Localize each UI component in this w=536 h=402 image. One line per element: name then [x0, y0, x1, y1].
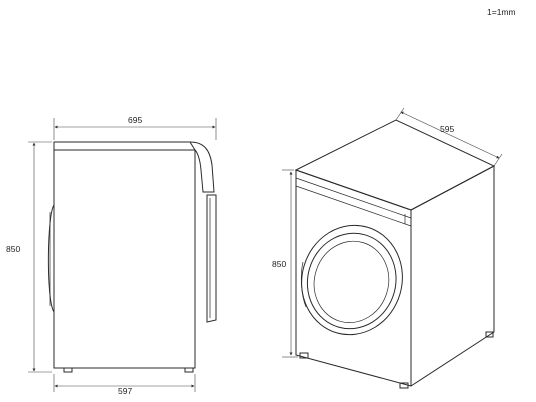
side-foot-left	[63, 367, 73, 373]
dim-label-height-side: 850	[6, 244, 20, 254]
side-rear-hose	[189, 141, 215, 193]
dim-label-base-depth: 597	[118, 386, 132, 396]
dim-label-width: 595	[440, 124, 454, 134]
dim-line-595	[400, 111, 500, 159]
washer-side-face	[410, 165, 495, 387]
control-panel	[295, 177, 412, 227]
side-foot-right	[184, 367, 194, 373]
scale-note: 1=1mm	[487, 7, 516, 17]
dim-label-height-front: 850	[272, 259, 286, 269]
door-inner-glass	[313, 240, 390, 323]
dim-label-depth: 695	[128, 115, 142, 125]
side-body	[53, 149, 196, 369]
door-outer-ring	[301, 224, 403, 336]
washer-foot-front-left	[299, 352, 309, 359]
washer-front-face	[295, 169, 412, 387]
side-view: 695 850 597	[6, 115, 217, 396]
side-door-bulge	[206, 194, 217, 323]
side-top-lid	[53, 141, 196, 151]
door-glass	[306, 232, 397, 330]
side-front-bulge	[47, 204, 55, 313]
washer-foot-rear-right	[485, 331, 494, 338]
washer-foot-front-right	[399, 382, 409, 389]
perspective-view: 595 850	[272, 107, 503, 389]
